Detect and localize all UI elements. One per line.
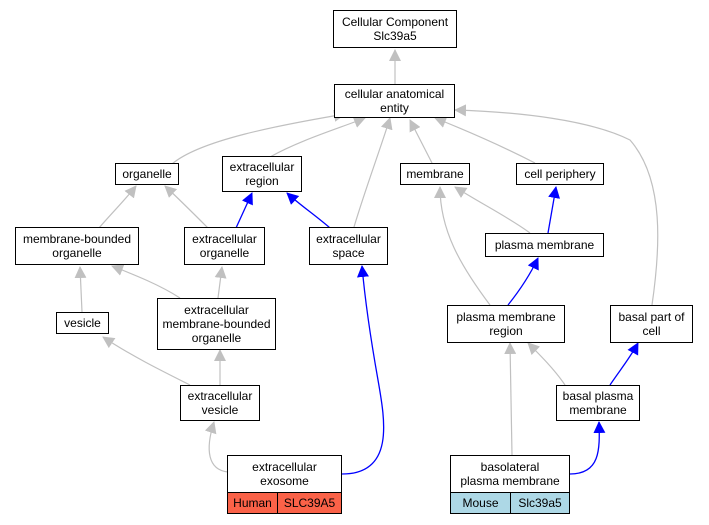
node-basal-plasma-membrane[interactable]: basal plasma membrane [556, 385, 640, 421]
edge-vesicle-mbo [74, 266, 87, 313]
node-cellular-anatomical-entity[interactable]: cellular anatomical entity [334, 84, 455, 118]
edge-pm-membrane [454, 186, 531, 234]
edge-blpm-pmr [504, 342, 517, 456]
edge-bpm-bpc [609, 342, 639, 386]
node-vesicle[interactable]: vesicle [56, 312, 109, 334]
edge-exo-ecv [204, 421, 229, 473]
node-membrane[interactable]: membrane [400, 163, 470, 185]
annotation-human-species: Human [227, 492, 278, 514]
edge-pm-cellper [547, 186, 561, 234]
node-cell-periphery[interactable]: cell periphery [516, 163, 604, 185]
edge-ecr-cae [269, 116, 366, 158]
edge-ecv-vesicle [102, 336, 191, 386]
edge-membrane-cae [409, 119, 433, 164]
node-membrane-bounded-organelle[interactable]: membrane-bounded organelle [15, 227, 139, 265]
edge-ecs-ecr [286, 192, 331, 229]
edge-pmr-membrane [434, 186, 491, 306]
edge-bpm-pmr [527, 342, 566, 386]
annotation-mouse-gene: Slc39a5 [510, 492, 570, 514]
node-plasma-membrane[interactable]: plasma membrane [485, 233, 604, 257]
annotation-human-gene: SLC39A5 [277, 492, 342, 514]
node-extracellular-exosome[interactable]: extracellular exosome [227, 455, 342, 493]
edge-bpc-cae [454, 104, 659, 306]
node-extracellular-region[interactable]: extracellular region [222, 156, 302, 192]
edge-blpm-bpm [569, 421, 606, 475]
edge-exo-ecs [341, 265, 385, 475]
node-extracellular-organelle[interactable]: extracellular organelle [184, 227, 265, 265]
edge-eco-organelle [164, 185, 209, 229]
edge-ecs-cae [353, 117, 393, 228]
node-extracellular-vesicle[interactable]: extracellular vesicle [180, 385, 260, 421]
edge-cellper-cae [434, 116, 536, 164]
node-extracellular-membrane-bounded-organelle[interactable]: extracellular membrane-bounded organelle [157, 298, 276, 350]
node-organelle[interactable]: organelle [115, 163, 179, 185]
annotation-mouse-species: Mouse [450, 492, 511, 514]
edge-eco-ecr [235, 192, 253, 229]
node-extracellular-space[interactable]: extracellular space [309, 227, 388, 265]
edge-ecmbo-mbo [111, 264, 181, 299]
node-basolateral-plasma-membrane[interactable]: basolateral plasma membrane [450, 455, 570, 493]
node-plasma-membrane-region[interactable]: plasma membrane region [447, 305, 565, 343]
edge-pmr-pm [507, 257, 539, 306]
edge-organelle-cae [171, 109, 346, 165]
edge-ecmbo-eco [214, 266, 227, 299]
node-basal-part-of-cell[interactable]: basal part of cell [610, 305, 693, 343]
node-cellular-component[interactable]: Cellular Component Slc39a5 [333, 10, 457, 48]
edge-mbo-organelle [98, 185, 137, 229]
